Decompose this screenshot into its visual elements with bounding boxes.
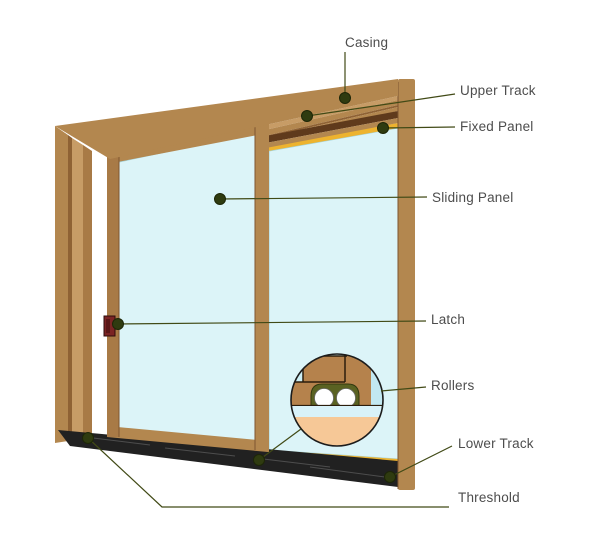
leader-dot-upper-track: [301, 110, 313, 122]
leader-magnifier-pointer: [258, 428, 302, 461]
sliding-panel-bottom-rail: [107, 426, 268, 452]
leader-dot-lower-track: [384, 471, 396, 483]
leader-dot-rollers: [253, 454, 265, 466]
label-sliding-panel: Sliding Panel: [432, 190, 513, 205]
leader-lower-track: [389, 445, 453, 478]
leader-dot-threshold: [82, 432, 94, 444]
right-jamb: [397, 79, 415, 490]
label-threshold: Threshold: [458, 490, 520, 505]
leader-dot-sliding-panel: [214, 193, 226, 205]
roller-wheel-right: [336, 388, 356, 408]
roller-wheel-left: [314, 388, 334, 408]
leader-sliding-panel: [219, 196, 428, 200]
labels: Casing Upper Track Fixed Panel Sliding P…: [345, 35, 536, 505]
leader-dot-latch: [112, 318, 124, 330]
label-casing: Casing: [345, 35, 388, 50]
label-upper-track: Upper Track: [460, 83, 536, 98]
leaders: [82, 52, 456, 508]
left-casing: [55, 126, 92, 443]
sliding-panel-glass: [118, 132, 256, 445]
leader-dot-fixed-panel: [377, 122, 389, 134]
label-latch: Latch: [431, 312, 465, 327]
fixed-panel-top-glazing: [268, 123, 398, 151]
magnifier-ring: [290, 353, 384, 447]
leader-threshold: [87, 437, 449, 508]
label-lower-track: Lower Track: [458, 436, 534, 451]
label-rollers: Rollers: [431, 378, 474, 393]
sliding-panel-right-stile: [255, 121, 269, 452]
sliding-panel-left-stile: [107, 149, 119, 437]
magnifier-track-section: [291, 406, 383, 417]
leader-fixed-panel: [382, 126, 456, 129]
leader-latch: [117, 320, 427, 325]
leader-upper-track: [306, 93, 456, 117]
sliding-panel: [107, 121, 269, 452]
upper-track-groove: [250, 111, 398, 146]
top-casing: [55, 79, 398, 159]
threshold-band: [58, 430, 398, 487]
label-fixed-panel: Fixed Panel: [460, 119, 534, 134]
leader-dot-casing: [339, 92, 351, 104]
leader-rollers: [380, 386, 427, 392]
latch-detail: [106, 319, 110, 333]
